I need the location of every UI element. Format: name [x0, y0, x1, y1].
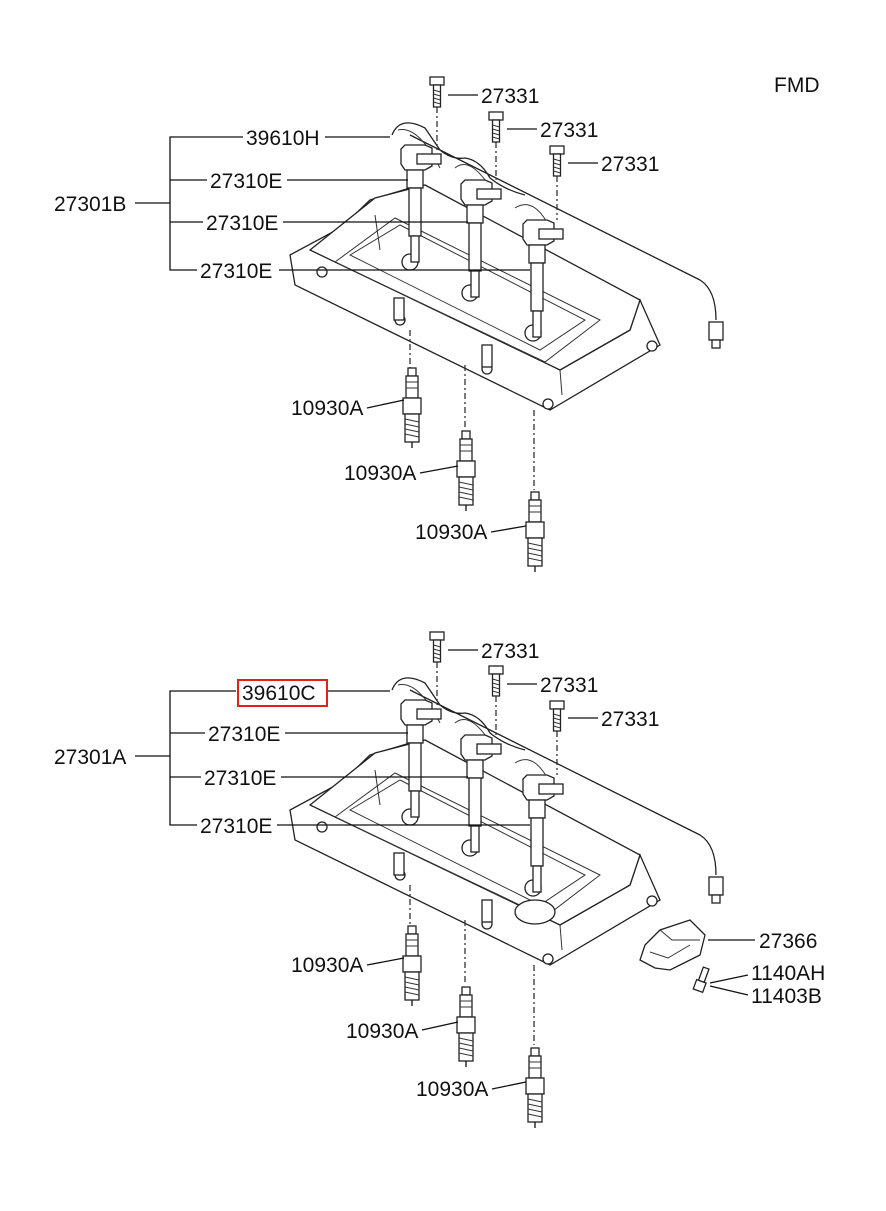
- bracket-label: 27366: [759, 930, 817, 953]
- coil-label-upper-3: 27310E: [200, 260, 272, 283]
- harness-wire-lower: [391, 677, 717, 876]
- valve-cover-lower: [289, 739, 661, 966]
- harness-connector-tip-lower: [711, 894, 721, 904]
- harness-wire-upper: [391, 122, 717, 321]
- bolt-lower-3: [549, 700, 565, 732]
- spark-plug-upper-3: [525, 491, 545, 573]
- assembly-label-lower: 27301A: [54, 746, 126, 769]
- plug-label-lower-2: 10930A: [346, 1020, 418, 1043]
- harness-connector-tip-upper: [711, 339, 721, 349]
- bolt-upper-3: [549, 145, 565, 177]
- spark-plug-lower-2: [456, 986, 476, 1068]
- coil-label-lower-1: 27310E: [208, 723, 280, 746]
- bracket-27366: [639, 919, 706, 971]
- bolt-label-upper-3: 27331: [601, 153, 659, 176]
- spark-plug-upper-1: [402, 367, 422, 449]
- bolt-label-lower-2: 27331: [540, 674, 598, 697]
- coil-label-upper-2: 27310E: [206, 212, 278, 235]
- bolt-label-lower-1: 27331: [481, 640, 539, 663]
- bolt-label-upper-2: 27331: [540, 119, 598, 142]
- coil-label-lower-3: 27310E: [200, 815, 272, 838]
- lower-assembly: 27331 27331 27331 39610C 27301A 27310E 2…: [54, 631, 825, 1129]
- screw-label-1: 1140AH: [751, 962, 825, 985]
- plug-label-upper-3: 10930A: [415, 521, 487, 544]
- coil-label-upper-1: 27310E: [210, 170, 282, 193]
- harness-connector-upper: [708, 321, 724, 341]
- bolt-label-upper-1: 27331: [481, 85, 539, 108]
- upper-assembly: 27331 27331 27331 39610H 27301B 27310E 2…: [54, 76, 724, 573]
- plug-label-upper-1: 10930A: [291, 397, 363, 420]
- spark-plug-lower-1: [402, 925, 422, 1007]
- plug-label-lower-1: 10930A: [291, 954, 363, 977]
- plug-label-upper-2: 10930A: [344, 462, 416, 485]
- plug-label-lower-3: 10930A: [416, 1078, 488, 1101]
- screw-label-2: 11403B: [751, 985, 822, 1008]
- bolt-lower-1: [429, 631, 445, 663]
- screw-1140ah: [692, 966, 710, 994]
- harness-connector-lower: [708, 876, 724, 896]
- spark-plug-upper-2: [456, 430, 476, 512]
- assembly-label-upper: 27301B: [54, 193, 126, 216]
- model-code: FMD: [774, 74, 820, 97]
- harness-label-lower: 39610C: [242, 682, 316, 705]
- bolt-upper-1: [429, 76, 445, 108]
- harness-label-upper: 39610H: [246, 127, 320, 150]
- bolt-lower-2: [488, 665, 504, 697]
- bolt-label-lower-3: 27331: [601, 708, 659, 731]
- bolt-upper-2: [488, 111, 504, 143]
- highlight-box: [237, 679, 328, 707]
- spark-plug-lower-3: [525, 1047, 545, 1129]
- coil-label-lower-2: 27310E: [204, 767, 276, 790]
